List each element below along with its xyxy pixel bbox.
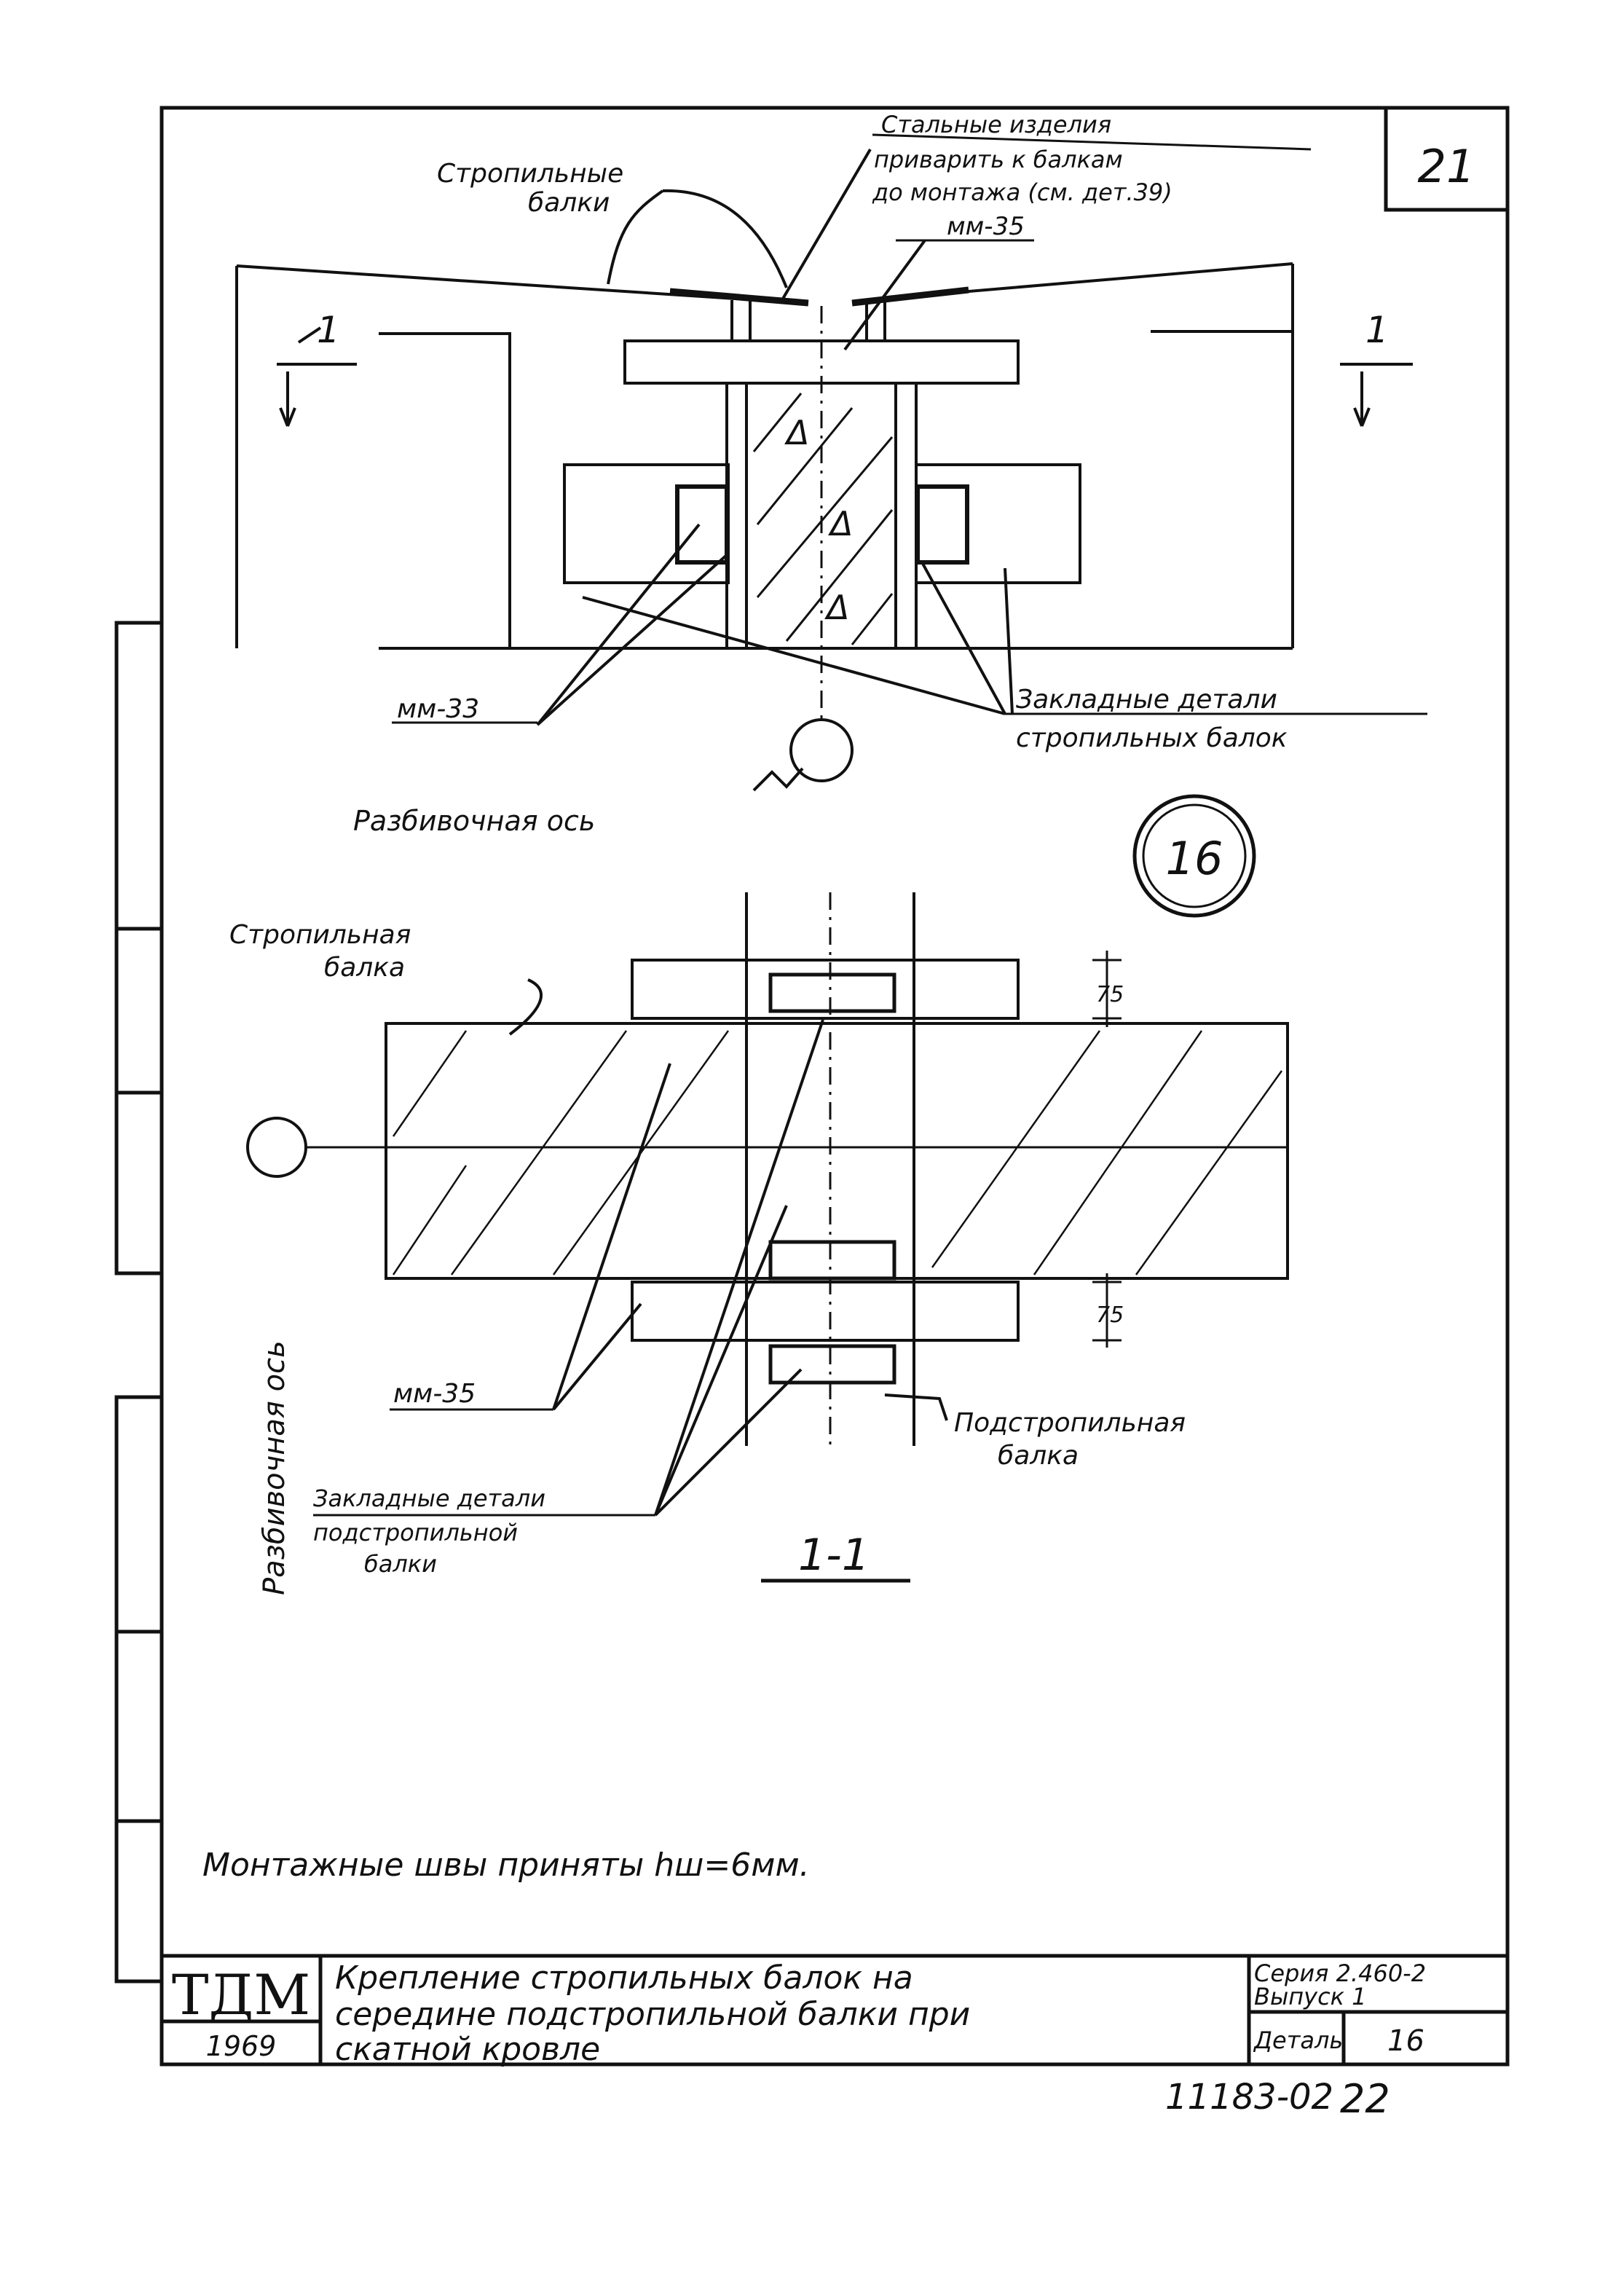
dim-bottom: 75 [1096, 1302, 1124, 1328]
label-rafters-line2: балки [528, 188, 610, 218]
label-rafters-line1: Стропильные [437, 159, 623, 189]
label-subrafter-line2: балка [998, 1441, 1079, 1471]
label-axis-top: Разбивочная ось [353, 805, 595, 837]
detail-number: 16 [1166, 832, 1223, 885]
bottom-page: 22 [1340, 2076, 1390, 2122]
label-steel-line3: до монтажа (см. дет.39) [872, 178, 1172, 206]
label-embedded-section-line2: подстропильной [313, 1519, 518, 1546]
svg-text:Δ: Δ [784, 413, 809, 452]
issue-label: Выпуск 1 [1254, 1983, 1367, 2010]
svg-text:Δ: Δ [824, 588, 849, 627]
label-mm35-top: мм-35 [947, 212, 1025, 241]
detail-marker: 16 [1132, 794, 1256, 918]
label-subrafter-line1: Подстропильная [954, 1408, 1186, 1438]
label-embedded-section-line1: Закладные детали [313, 1485, 545, 1512]
title-line3: скатной кровле [335, 2031, 600, 2068]
series-label: Серия 2.460-2 [1254, 1959, 1426, 1987]
detail-label: Деталь [1253, 2026, 1343, 2054]
section-title: 1-1 [798, 1530, 870, 1581]
bottom-code: 11183-02 [1165, 2077, 1333, 2118]
welding-note: Монтажные швы приняты hш=6мм. [202, 1847, 810, 1884]
top-view-drawing: Δ Δ Δ [235, 133, 1427, 792]
svg-text:Закладные детали подстропи: Закладные детали подстропильной балки [313, 1485, 553, 1578]
svg-text:Подстропильная балка: Подстропильная балка [954, 1408, 1194, 1471]
svg-text:Стропильные балки: Стропильные балки [437, 159, 632, 218]
label-steel-line2: приварить к балкам [874, 146, 1123, 173]
title-block [162, 1954, 1507, 2064]
svg-text:Стальные изделия приварить: Стальные изделия приварить к балкам до м… [872, 111, 1172, 206]
sheet-frame [114, 106, 1510, 2067]
section-view-drawing [246, 892, 1289, 1583]
label-embedded-top-line1: Закладные детали [1016, 685, 1277, 715]
svg-text:Закладные детали стропильн: Закладные детали стропильных балок [1016, 685, 1288, 753]
section-mark-right: 1 [1365, 309, 1389, 351]
label-steel-line1: Стальные изделия [881, 111, 1111, 138]
svg-text:Стропильная балка: Стропильная балка [229, 920, 419, 983]
svg-text:Крепление стропильных балок на: Крепление стропильных балок на середине … [335, 1959, 980, 2068]
section-mark-left: 1 [317, 309, 340, 351]
dim-top: 75 [1096, 982, 1124, 1007]
label-embedded-section-line3: балки [364, 1550, 437, 1578]
label-mm35-section: мм-35 [393, 1379, 476, 1409]
svg-text:Δ: Δ [828, 504, 853, 543]
label-embedded-top-line2: стропильных балок [1016, 723, 1288, 753]
title-line2: середине подстропильной балки при [335, 1996, 970, 2033]
page-number: 21 [1418, 140, 1475, 193]
detail-value: 16 [1387, 2024, 1424, 2058]
logo-tdm: ТДМ [172, 1962, 310, 2027]
label-mm33: мм-33 [397, 694, 479, 724]
label-rafter-line2: балка [324, 953, 405, 983]
title-year: 1969 [206, 2030, 277, 2062]
title-line1: Крепление стропильных балок на [335, 1959, 913, 1997]
label-axis-section: Разбивочная ось [258, 1340, 291, 1595]
label-rafter-line1: Стропильная [229, 920, 411, 950]
